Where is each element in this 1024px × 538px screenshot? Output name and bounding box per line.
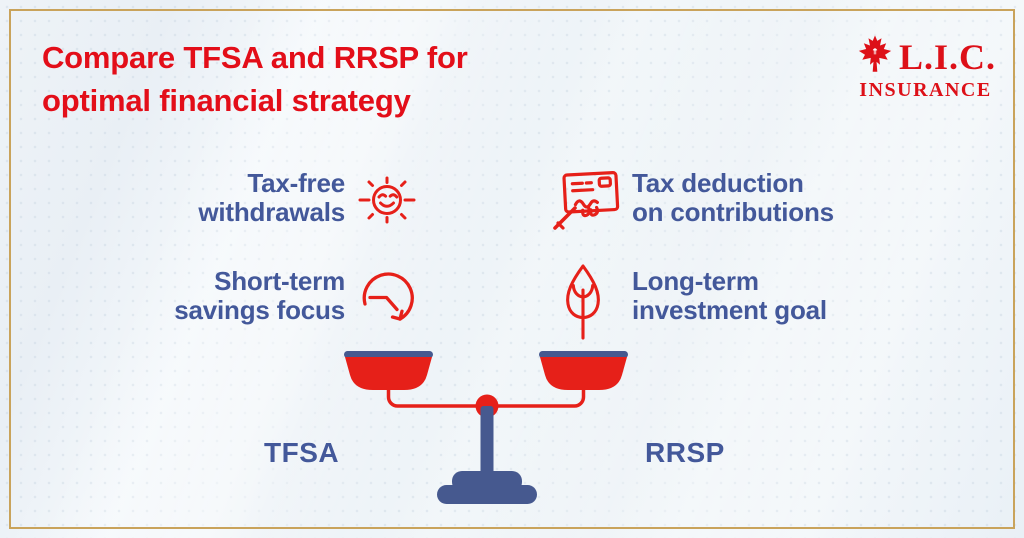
feature-line: Tax deduction [632, 168, 804, 198]
leaf-icon [558, 263, 608, 346]
feature-line: Tax-free [247, 168, 345, 198]
balance-scale-illustration [330, 346, 646, 515]
feature-long-term-investment: Long-term investment goal [632, 267, 827, 325]
feature-line: on contributions [632, 197, 834, 227]
page-title-line1: Compare TFSA and RRSP for [42, 40, 468, 75]
feature-tax-free-withdrawals: Tax-free withdrawals [100, 169, 345, 227]
scale-label-tfsa: TFSA [264, 437, 340, 468]
page-title-line2: optimal financial strategy [42, 83, 411, 118]
feature-line: Long-term [632, 266, 759, 296]
feature-line: savings focus [174, 295, 345, 325]
feature-short-term-savings: Short-term savings focus [100, 267, 345, 325]
feature-line: withdrawals [198, 197, 345, 227]
feature-tax-deduction: Tax deduction on contributions [632, 169, 834, 227]
scale-label-rrsp: RRSP [645, 437, 725, 468]
clock-history-icon [356, 267, 420, 334]
logo-name: L.I.C. [898, 36, 996, 77]
page-title: Compare TFSA and RRSP for optimal financ… [42, 36, 468, 122]
logo-subtitle: INSURANCE [859, 79, 992, 101]
cheque-signature-icon [549, 166, 625, 241]
maple-leaf-icon [855, 34, 895, 79]
feature-line: investment goal [632, 295, 827, 325]
sun-smile-icon [354, 172, 418, 233]
company-logo: L.I.C. INSURANCE [855, 34, 996, 101]
feature-line: Short-term [214, 266, 345, 296]
